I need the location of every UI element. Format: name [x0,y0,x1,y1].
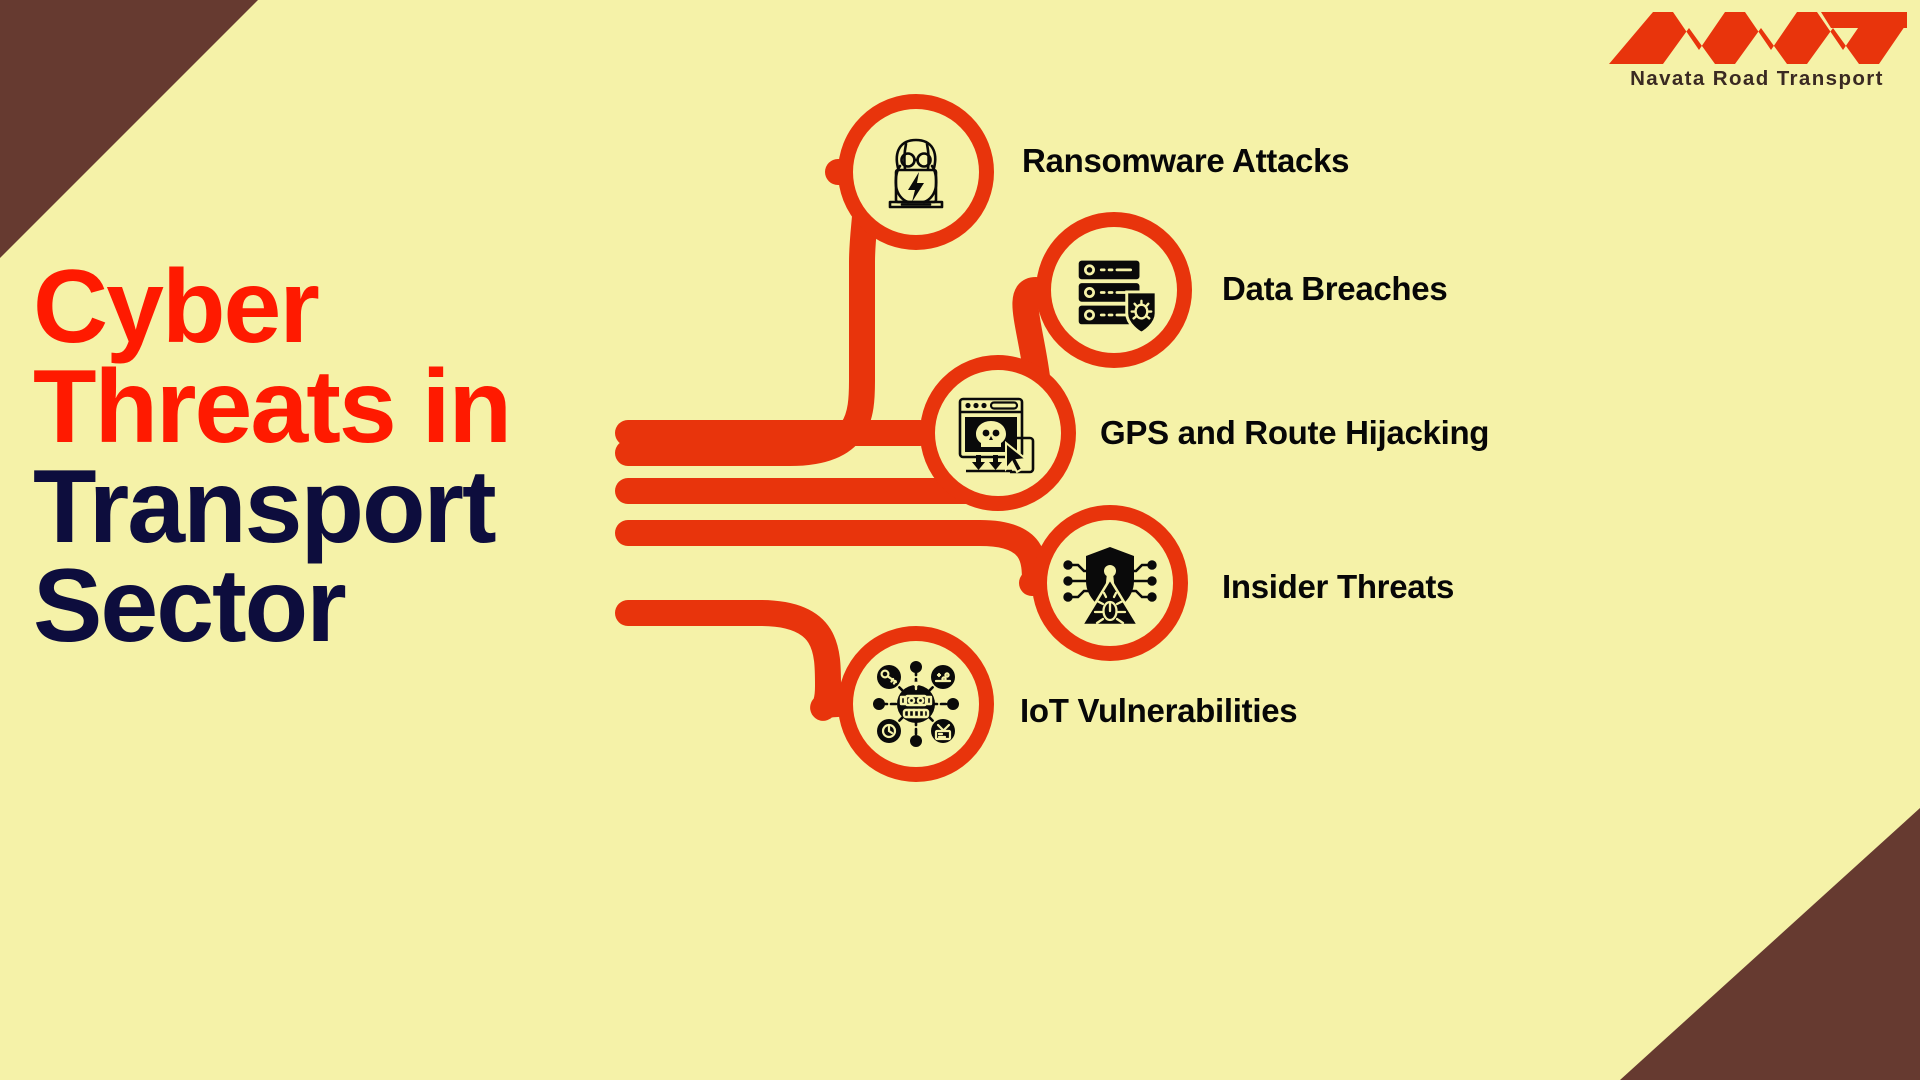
hacker-laptop-icon [838,94,994,250]
browser-skull-download-icon [920,355,1076,511]
node-data-breaches[interactable] [1036,212,1192,368]
brand-logo: Navata Road Transport [1602,6,1912,91]
server-shield-bug-icon [1036,212,1192,368]
node-insider-threats[interactable] [1032,505,1188,661]
shield-keyhole-bug-warning-icon [1032,505,1188,661]
wire-iot-vulnerabilities [615,600,851,721]
iot-robot-network-icon [838,626,994,782]
title-line-1: Cyber [33,249,320,365]
node-label-data-breaches: Data Breaches [1222,270,1448,307]
node-label-gps-hijacking: GPS and Route Hijacking [1100,414,1490,451]
node-iot-vulnerabilities[interactable] [838,626,994,782]
node-ring [838,94,994,250]
node-gps-hijacking[interactable] [920,355,1076,511]
brand-name: Navata Road Transport [1630,67,1884,90]
page-title: Cyber Threats in Transport Sector [33,249,673,665]
node-label-insider-threats: Insider Threats [1222,568,1455,605]
node-label-ransomware: Ransomware Attacks [1022,142,1350,179]
node-ring [920,355,1076,511]
node-ransomware[interactable] [838,94,994,250]
title-line-3: Transport [33,448,497,565]
node-label-iot-vulnerabilities: IoT Vulnerabilities [1020,692,1298,729]
title-line-2: Threats in [33,348,512,465]
title-line-4: Sector [33,548,347,665]
navata-chevron-logo-icon [1609,12,1907,64]
wire-insider-threats [615,520,1049,596]
